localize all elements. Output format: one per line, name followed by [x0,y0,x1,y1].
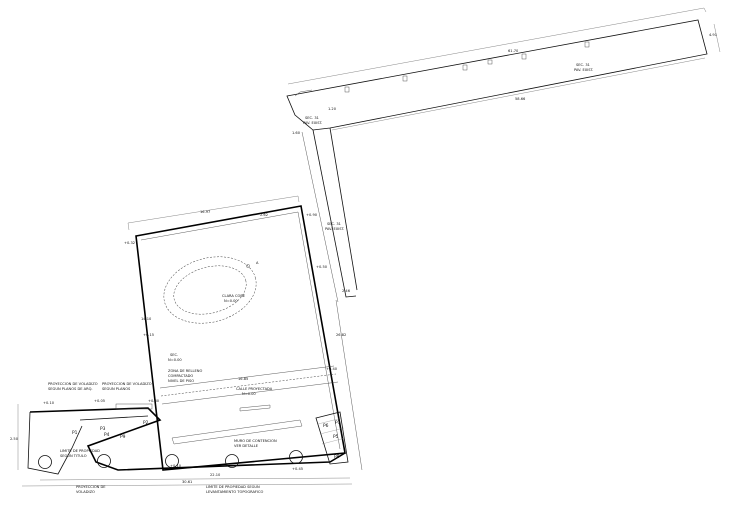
point-p1: P1 [72,430,78,436]
arm-label: SEC. 31 [305,116,319,120]
dim-arm-bottom: 2.46 [342,289,351,293]
elev-2: +0.05 [94,399,105,403]
top-strip: 61.70 58.66 4.91 SEC. 31 PAV. EXIST. SEC… [286,7,721,135]
note-6: SEGUN TITULO [60,454,87,458]
elev-3: +0.30 [148,399,160,403]
arm-sub: PAV. EXIST. [303,121,323,125]
connector-sub: PAV. EXIST. [325,227,345,231]
connector-arm: SEC. 31 PAV. EXIST. 2.46 [301,127,358,303]
point-p6: P6 [323,423,329,429]
dim-plot-top: 16.97 [200,210,210,214]
road-label: CALLE PROYECTADA [236,387,273,391]
point-p3: P3 [100,426,106,432]
elev-9: +0.40 [326,367,338,371]
note-9: NIVEL DE PISO [168,379,194,383]
elev-1: +0.10 [43,401,55,405]
elev-4: +0.10 [170,464,182,468]
note-3: PROYECCION DE VOLADIZO [102,382,152,386]
elev-7: +0.15 [143,333,154,337]
elev-5: +0.32 [124,241,135,245]
note-1: PROYECCION DE VOLADIZO [48,382,98,386]
pool-label: CLARA COBE [222,294,246,298]
road-sub: N=0.00 [242,392,256,396]
dim-arm-left: 1.60 [292,131,301,135]
dim-top-strip-length: 61.70 [508,49,519,53]
note-2: SEGUN PLANOS DE ARQ. [48,387,93,391]
elev-10: +0.45 [292,467,303,471]
dim-bottom-total: 30.61 [182,480,192,484]
pool-sub: N=0.00 [224,299,238,303]
note-14: LEVANTAMIENTO TOPOGRAFICO [206,490,264,494]
dim-plot-left: 14.10 [141,317,152,321]
point-p2: P2 [143,420,149,426]
point-p9: P9 [120,434,126,440]
dim-bottom-mid: 22.10 [210,473,221,477]
strip-sub: PAV. EXIST. [574,68,594,72]
dim-arm-top: 1.20 [328,107,337,111]
point-p7: P7 [335,420,341,426]
point-p8: P8 [334,454,340,460]
note-15: PROYECCION DE [76,485,106,489]
note-8: COMPACTADO [168,374,193,378]
dim-plot-bottom: 16.85 [238,377,248,381]
note-7: ZONA DE RELLENO [168,369,202,373]
dim-plot-top-part: 2.62 [260,213,268,217]
dim-top-strip-inner: 58.66 [515,97,526,101]
dim-plot-right: 26.82 [336,333,346,337]
note-13: LIMITE DE PROPIEDAD SEGUN [206,485,260,489]
front-zone: 2.50 22.10 30.61 P1 P2 P3 P4 P5 P6 P7 P8… [10,213,353,494]
right-boundary-line [335,299,363,471]
dim-left-height: 2.50 [10,437,19,441]
elev-6: +0.90 [306,213,318,217]
point-p5: P5 [333,434,339,440]
lot-label: SEC. [170,353,178,357]
strip-label: SEC. 31 [576,63,590,67]
note-16: VOLADIZO [76,490,95,494]
note-11: MURO DE CONTENCION [234,439,277,443]
note-12: VER DETALLE [234,444,259,448]
lot-sub: N=0.00 [168,358,182,362]
connector-label: SEC. 31 [327,222,341,226]
point-p4: P4 [104,432,110,438]
note-5: LIMITE DE PROPIEDAD [60,449,100,453]
note-4: SEGUN PLANOS [102,387,131,391]
dim-right-end: 4.91 [709,33,717,37]
marker-a: A [256,261,259,265]
elev-8: +0.50 [316,265,328,269]
